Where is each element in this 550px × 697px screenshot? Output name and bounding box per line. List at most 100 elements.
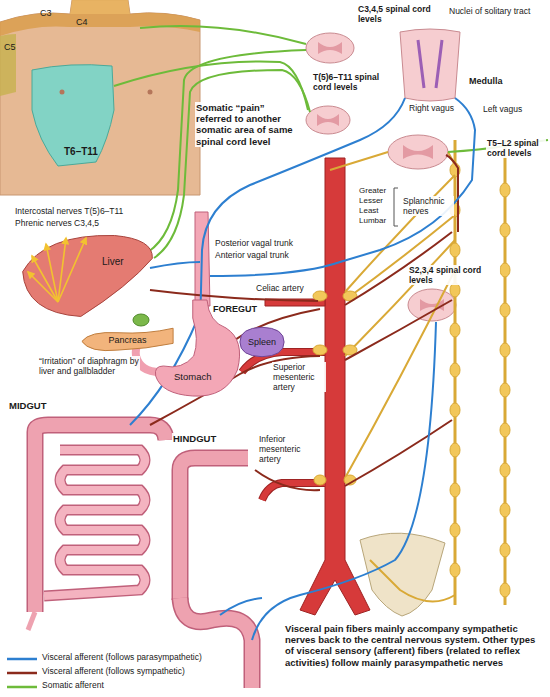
nipple — [148, 90, 153, 95]
referred-pain-area — [32, 65, 114, 166]
somatic-afferent — [140, 26, 306, 44]
part-label: T6–T11 — [64, 146, 98, 158]
somatic-afferent — [148, 50, 306, 252]
sympathetic-trunk — [500, 383, 510, 397]
part-label: Superior mesenteric artery — [272, 362, 326, 392]
organ-shape — [82, 328, 173, 350]
legend-line — [7, 686, 37, 689]
somatic-afferent — [114, 26, 548, 258]
irritation-arrow — [46, 244, 58, 302]
organ-outline — [150, 300, 245, 400]
part-label: T(5)6–T11 spinal cord levels — [312, 72, 394, 92]
organ-spleen: Spleen — [238, 326, 286, 358]
part-label: C3,4,5 spinal cord levels — [357, 4, 443, 24]
part-label: Least — [358, 206, 380, 215]
medulla — [400, 29, 460, 101]
spinal-cord-section — [317, 114, 339, 126]
spinal-cord-section — [306, 33, 354, 63]
visceral-afferent-parasympathetic — [150, 262, 200, 268]
sympathetic-trunk — [450, 563, 460, 577]
dermatome-band — [0, 34, 16, 96]
part-label: Celiac artery — [255, 283, 305, 293]
sympathetic-trunk — [450, 443, 460, 457]
sympathetic-trunk — [313, 291, 327, 301]
part-label: Greater — [358, 186, 387, 195]
part-label: Inferior mesenteric artery — [258, 434, 322, 464]
part-label: S2,3,4 spinal cord levels — [408, 265, 500, 285]
sympathetic-trunk — [500, 263, 510, 277]
caption: Visceral pain fibers mainly accompany sy… — [284, 623, 546, 668]
part-label: Anterior vagal trunk — [214, 250, 290, 260]
legend-text: Visceral afferent (follows parasympathet… — [42, 652, 202, 662]
organ-name: Spleen — [248, 337, 276, 347]
organ-shape — [23, 235, 153, 316]
sympathetic-trunk — [450, 363, 460, 377]
part-label: Intercostal nerves T(5)6–T11 — [14, 206, 124, 216]
spinal-cord-section — [306, 106, 350, 134]
spinal-cord-section — [388, 135, 448, 169]
part-label: Somatic “pain” referred to another somat… — [195, 102, 297, 147]
dermatome-band — [0, 13, 200, 36]
sympathetic-trunk — [500, 423, 510, 437]
sympathetic-trunk — [450, 323, 460, 337]
part-label: FOREGUT — [212, 304, 258, 315]
irritation-arrow — [32, 256, 58, 302]
small-intestine — [44, 450, 145, 596]
large-intestine — [28, 425, 252, 688]
sympathetic-trunk — [455, 140, 505, 605]
organ-name: Pancreas — [108, 335, 146, 345]
sympathetic-trunk — [500, 223, 510, 237]
spinal-cord-section — [318, 42, 342, 54]
sympathetic-trunk — [500, 543, 510, 557]
legend-swatch — [6, 655, 38, 663]
dermatome-band — [70, 0, 130, 14]
large-intestine — [35, 425, 166, 612]
part-label: Lesser — [358, 196, 384, 205]
visceral-afferent-sympathetic — [255, 470, 320, 490]
sympathetic-trunk — [500, 303, 510, 317]
part-label: Phrenic nerves C3,4,5 — [14, 218, 100, 228]
part-label: C5 — [4, 42, 16, 53]
sympathetic-trunk — [500, 463, 510, 477]
part-label: Posterior vagal trunk — [214, 238, 294, 248]
organ-stomach: Stomach — [150, 300, 245, 400]
part-label: Medulla — [468, 76, 504, 87]
somatic-afferent — [154, 70, 310, 258]
nucleus — [418, 40, 442, 88]
legend-line — [7, 658, 37, 661]
visceral-afferent-parasympathetic — [252, 322, 436, 640]
visceral-afferent-parasympathetic — [220, 598, 262, 615]
aorta — [262, 483, 325, 500]
splanchnic-nerve — [345, 175, 455, 478]
torso — [0, 0, 200, 195]
organ-name: Liver — [102, 256, 124, 268]
part-label: C4 — [76, 17, 88, 28]
visceral-afferent-sympathetic — [446, 155, 458, 232]
medulla — [400, 29, 460, 101]
part-label: Right vagus — [408, 103, 455, 113]
sympathetic-trunk — [314, 475, 326, 485]
large-intestine — [180, 458, 248, 600]
legend-swatch — [6, 669, 38, 677]
sympathetic-trunk — [330, 152, 455, 170]
gallbladder — [133, 314, 149, 326]
part-label: C3 — [40, 8, 52, 19]
legend-swatch — [6, 683, 38, 691]
sacrum — [360, 533, 445, 616]
torso — [0, 0, 200, 195]
sympathetic-trunk — [313, 345, 327, 355]
irritation-arrow — [58, 238, 86, 302]
organ-pancreas: Pancreas — [80, 326, 175, 354]
aorta — [242, 158, 370, 615]
large-intestine — [180, 598, 252, 688]
sympathetic-trunk — [450, 283, 460, 297]
part-label: “Irritation” of diaphragm by liver and g… — [38, 356, 140, 376]
appendix — [28, 612, 35, 630]
sympathetic-trunk — [450, 523, 460, 537]
sympathetic-trunk — [450, 483, 460, 497]
legend-line — [7, 672, 37, 675]
organ-liver: Liver — [20, 232, 155, 320]
large-intestine — [180, 458, 248, 600]
legend-text: Visceral afferent (follows sympathetic) — [42, 666, 185, 676]
